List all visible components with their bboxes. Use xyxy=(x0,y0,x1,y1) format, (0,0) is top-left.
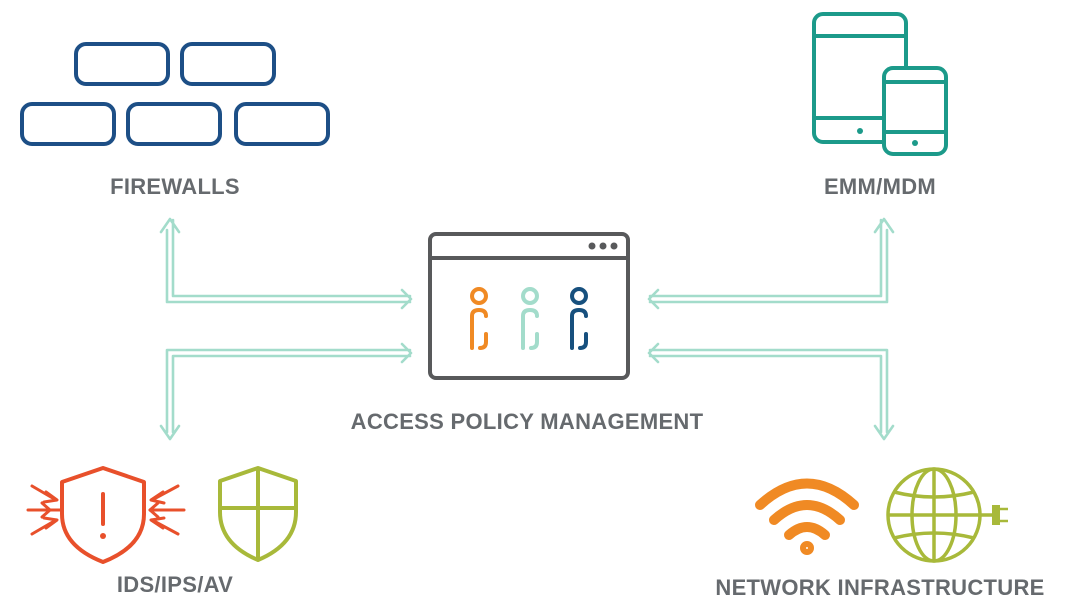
window-dot xyxy=(588,242,596,250)
firewalls-node: FIREWALLS xyxy=(20,42,330,199)
access-policy-label: ACCESS POLICY MANAGEMENT xyxy=(351,409,704,434)
emm-mdm-node: EMM/MDM xyxy=(812,12,948,199)
emm-mdm-label: EMM/MDM xyxy=(824,174,936,199)
browser-window-users-icon xyxy=(428,232,630,380)
tablet-phone-icon xyxy=(812,12,948,156)
brick xyxy=(180,42,276,86)
globe-plug-icon xyxy=(886,467,1008,563)
brick xyxy=(20,102,116,146)
ids-ips-av-label: IDS/IPS/AV xyxy=(117,572,233,597)
network-infrastructure-label: NETWORK INFRASTRUCTURE xyxy=(715,575,1044,600)
arrow-center-ids xyxy=(159,342,413,441)
brick xyxy=(74,42,170,86)
shield-icon xyxy=(218,466,298,562)
brick xyxy=(126,102,222,146)
arrow-center-network xyxy=(647,342,895,441)
firewalls-label: FIREWALLS xyxy=(110,174,240,199)
ids-ips-av-node: IDS/IPS/AV xyxy=(26,466,298,597)
wifi-icon xyxy=(755,478,859,555)
window-dot xyxy=(610,242,618,250)
arrow-emm-center xyxy=(647,217,895,310)
brick-wall-icon xyxy=(20,42,330,146)
tablet-home-button xyxy=(857,128,863,134)
shield-alert-icon xyxy=(60,466,146,564)
threat-arrows-left-icon xyxy=(26,484,62,536)
window-frame xyxy=(428,232,630,380)
user-navy-icon xyxy=(570,287,588,350)
network-infrastructure-node: NETWORK INFRASTRUCTURE xyxy=(715,467,1044,600)
window-dot xyxy=(599,242,607,250)
user-teal-icon xyxy=(521,287,539,350)
access-policy-node: ACCESS POLICY MANAGEMENT xyxy=(351,232,704,434)
brick xyxy=(234,102,330,146)
threat-arrows-right-icon xyxy=(148,484,186,536)
user-orange-icon xyxy=(470,287,488,350)
connector-arrows xyxy=(159,217,895,441)
arrow-firewalls-center xyxy=(159,217,413,310)
phone-home-button xyxy=(912,140,918,146)
